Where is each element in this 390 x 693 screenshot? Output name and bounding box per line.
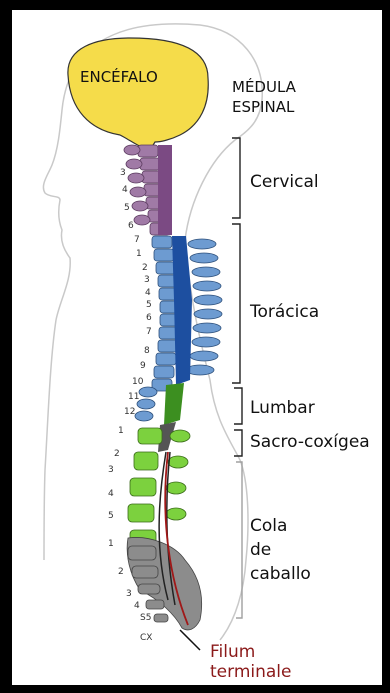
- cauda-label-line3: caballo: [250, 564, 311, 584]
- lumbar-label: Lumbar: [250, 398, 315, 418]
- bracket-cervical: [232, 138, 240, 218]
- filum-label-line2: terminale: [210, 662, 291, 682]
- num-l1: 1: [118, 426, 124, 436]
- num-l5: 5: [108, 511, 114, 521]
- num-t11: 11: [128, 392, 139, 402]
- sacral-label: Sacro-coxígea: [250, 432, 370, 452]
- num-l4: 4: [108, 489, 114, 499]
- num-s5: S5: [140, 613, 151, 623]
- num-s3: 3: [126, 589, 132, 599]
- num-t7: 7: [146, 327, 152, 337]
- num-s1: 1: [108, 539, 114, 549]
- num-t3: 3: [144, 275, 150, 285]
- bracket-lumbar: [234, 388, 242, 424]
- cauda-label-line1: Cola: [250, 516, 287, 536]
- num-t4: 4: [145, 288, 151, 298]
- lumbar-cord: [164, 383, 184, 425]
- thoracic-label: Torácica: [250, 302, 319, 322]
- num-t1: 1: [136, 249, 142, 259]
- num-t9: 9: [140, 361, 146, 371]
- num-c6: 6: [128, 221, 134, 231]
- num-c3: 3: [120, 168, 126, 178]
- spinal-cord-label-line1: MÉDULA: [232, 78, 296, 96]
- brain-label: ENCÉFALO: [80, 68, 158, 86]
- cervical-cord: [158, 145, 172, 235]
- cauda-label-line2: de: [250, 540, 271, 560]
- bracket-thoracic: [232, 224, 240, 383]
- num-c5: 5: [124, 203, 130, 213]
- num-l2: 2: [114, 449, 120, 459]
- num-t6: 6: [146, 313, 152, 323]
- num-t8: 8: [144, 346, 150, 356]
- num-t2: 2: [142, 263, 148, 273]
- num-t10: 10: [132, 377, 144, 387]
- num-t5: 5: [146, 300, 152, 310]
- filum-pointer: [180, 630, 200, 650]
- num-s2: 2: [118, 567, 124, 577]
- filum-label-line1: Filum: [210, 642, 255, 662]
- spinal-cord-label-line2: ESPINAL: [232, 98, 294, 116]
- brain-shape: [68, 38, 208, 150]
- num-l3: 3: [108, 465, 114, 475]
- region-brackets: [232, 138, 242, 456]
- num-c4: 4: [122, 185, 128, 195]
- num-t12: 12: [124, 407, 135, 417]
- num-cx: CX: [140, 633, 152, 643]
- num-c7: 7: [134, 235, 140, 245]
- num-s4: 4: [134, 601, 140, 611]
- cervical-label: Cervical: [250, 172, 319, 192]
